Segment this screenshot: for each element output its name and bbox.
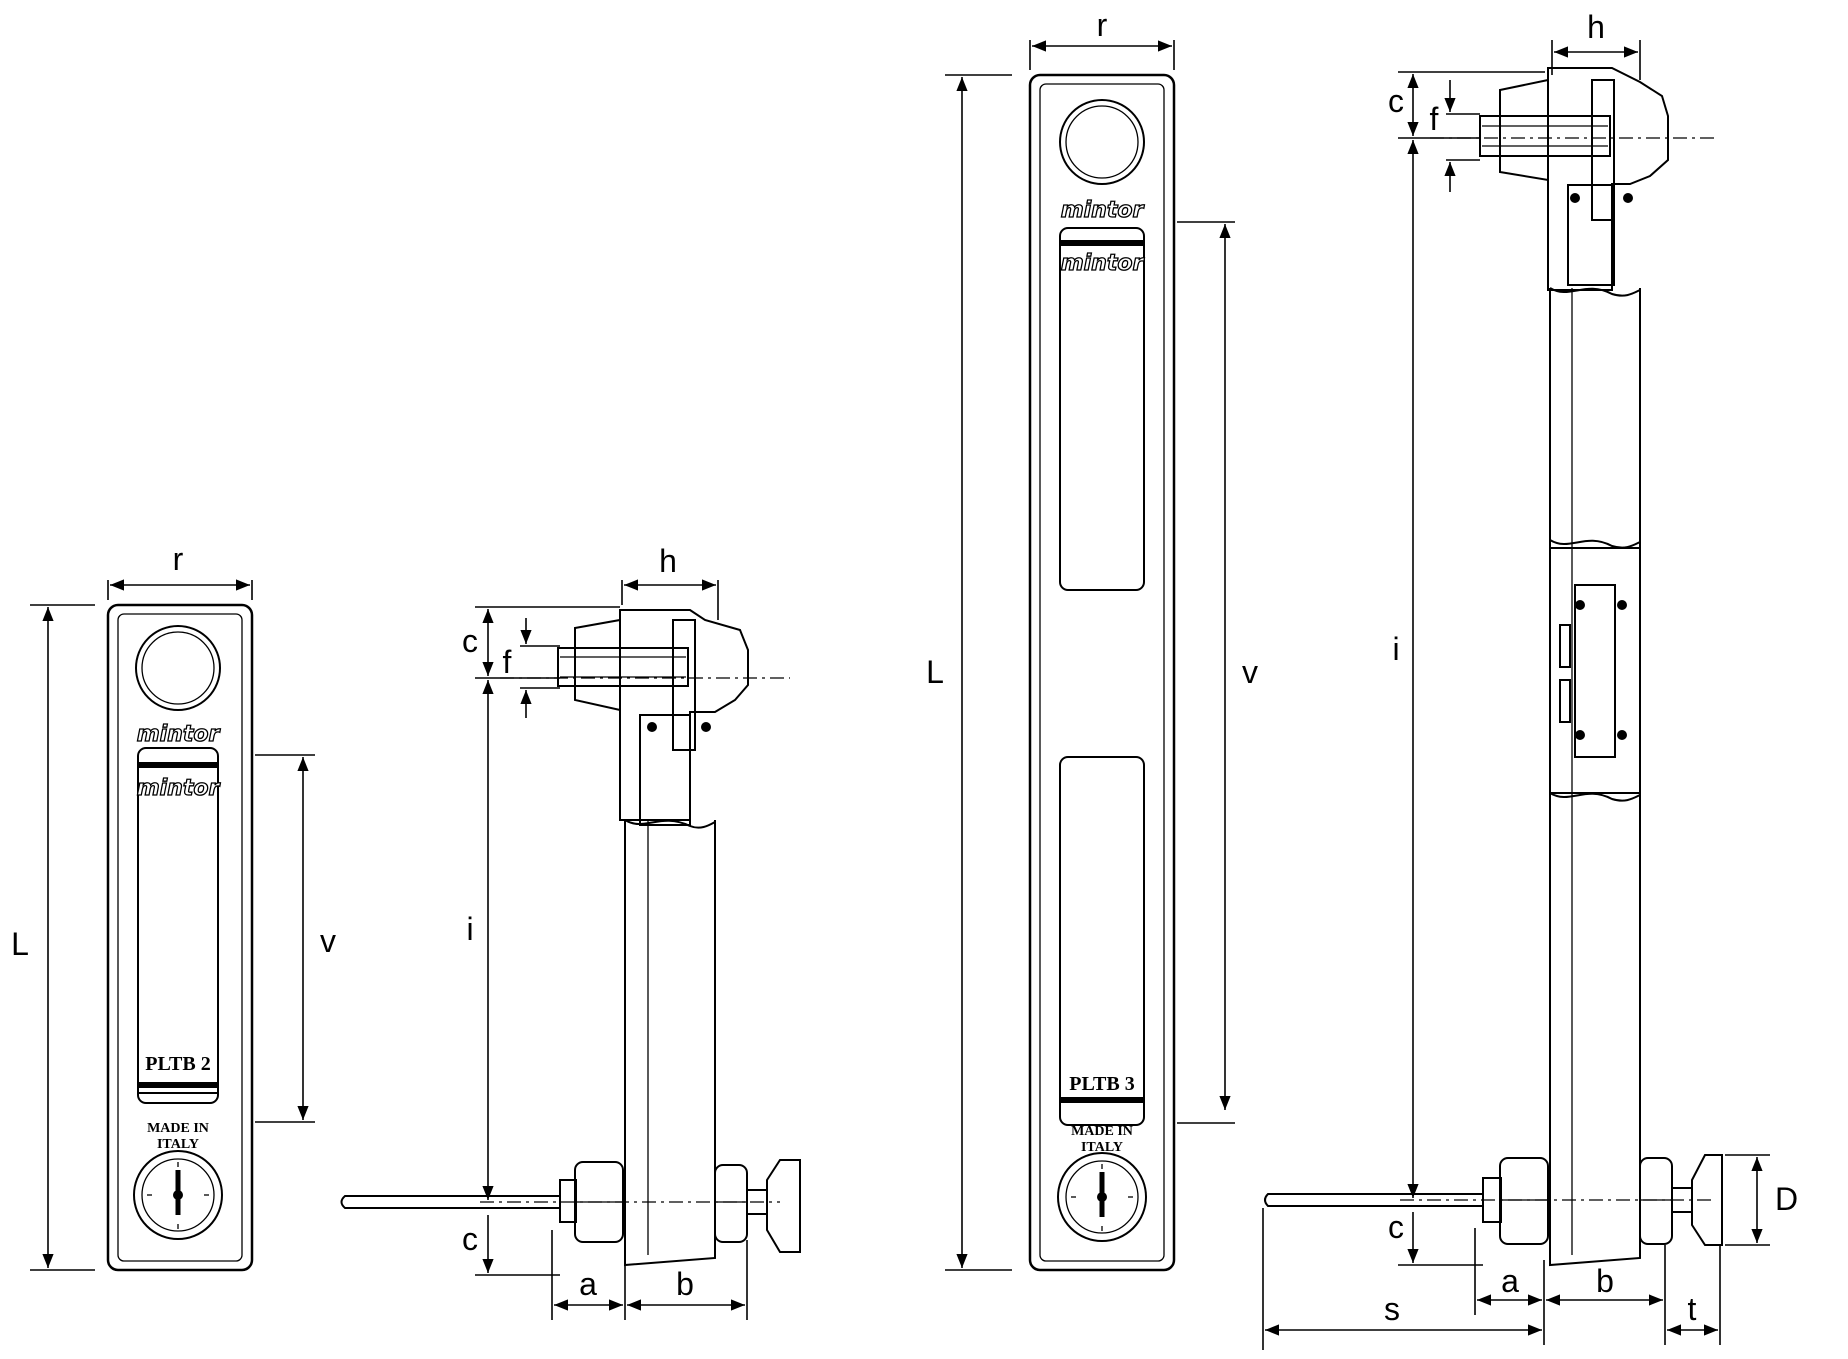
pltb3-front-view: mintor mintor PLTB 3 MADE IN ITALY xyxy=(1028,73,1176,1272)
pltb3-dim-h: h xyxy=(1587,9,1605,45)
pltb3-dim-r: r xyxy=(1097,7,1108,43)
pltb2-made-in-line2: ITALY xyxy=(157,1137,199,1152)
pltb2-brand-window: mintor xyxy=(137,776,221,801)
pltb3-side-dimensions: h c f i c D a b s t xyxy=(1262,9,1798,1350)
pltb3-dim-c-top: c xyxy=(1388,83,1404,119)
pltb3-dim-a: a xyxy=(1501,1263,1519,1299)
pltb2-dim-f: f xyxy=(503,644,512,680)
pltb3-dim-s: s xyxy=(1384,1291,1400,1327)
pltb3-model-label: PLTB 3 xyxy=(1069,1073,1134,1095)
pltb2-front-view: mintor mintor PLTB 2 MADE IN ITALY xyxy=(106,603,254,1272)
pltb3-brand-window: mintor xyxy=(1061,251,1145,276)
pltb2-thermometer-dial-icon xyxy=(133,1150,223,1240)
pltb3-thermometer-dial-icon xyxy=(1057,1152,1147,1242)
pltb2-dim-r: r xyxy=(173,541,184,577)
pltb2-dim-c-top: c xyxy=(462,623,478,659)
pltb3-brand-top: mintor xyxy=(1061,198,1145,223)
pltb2-model-label: PLTB 2 xyxy=(145,1053,210,1075)
pltb3-dim-b: b xyxy=(1596,1263,1614,1299)
pltb3-upper-window xyxy=(1059,227,1145,591)
pltb2-sight-window xyxy=(137,747,219,1104)
pltb2-side-dimensions: h c f i c a b xyxy=(462,543,748,1320)
pltb2-made-in-line1: MADE IN xyxy=(147,1121,209,1136)
pltb3-body xyxy=(1028,73,1176,1272)
pltb3-filler-cap-icon xyxy=(1059,99,1145,185)
pltb2-dim-L: L xyxy=(11,926,29,962)
pltb2-brand-top: mintor xyxy=(137,722,221,747)
pltb3-dim-f: f xyxy=(1430,101,1439,137)
pltb2-dim-h: h xyxy=(659,543,677,579)
pltb3-dim-v: v xyxy=(1242,654,1258,690)
pltb2-dim-c-bottom: c xyxy=(462,1221,478,1257)
pltb3-made-in-line1: MADE IN xyxy=(1071,1124,1133,1139)
pltb3-dim-c-bottom: c xyxy=(1388,1209,1404,1245)
pltb3-side-section xyxy=(1264,67,1723,1267)
pltb2-dim-i: i xyxy=(466,911,473,947)
pltb3-dim-i: i xyxy=(1392,631,1399,667)
pltb3-dim-L: L xyxy=(926,654,944,690)
pltb3-lower-window xyxy=(1059,756,1145,1126)
filler-cap-icon xyxy=(135,625,221,711)
pltb2-dimensions: r L v xyxy=(11,541,336,1271)
pltb2-dim-b: b xyxy=(676,1266,694,1302)
pltb3-dim-D: D xyxy=(1775,1181,1798,1217)
pltb3-dim-t: t xyxy=(1688,1291,1697,1327)
pltb3-made-in-line2: ITALY xyxy=(1081,1140,1123,1155)
pltb2-dim-v: v xyxy=(320,923,336,959)
pltb2-dim-a: a xyxy=(579,1266,597,1302)
pltb3-dimensions: r L v xyxy=(926,7,1258,1271)
pltb2-side-section xyxy=(340,609,801,1267)
